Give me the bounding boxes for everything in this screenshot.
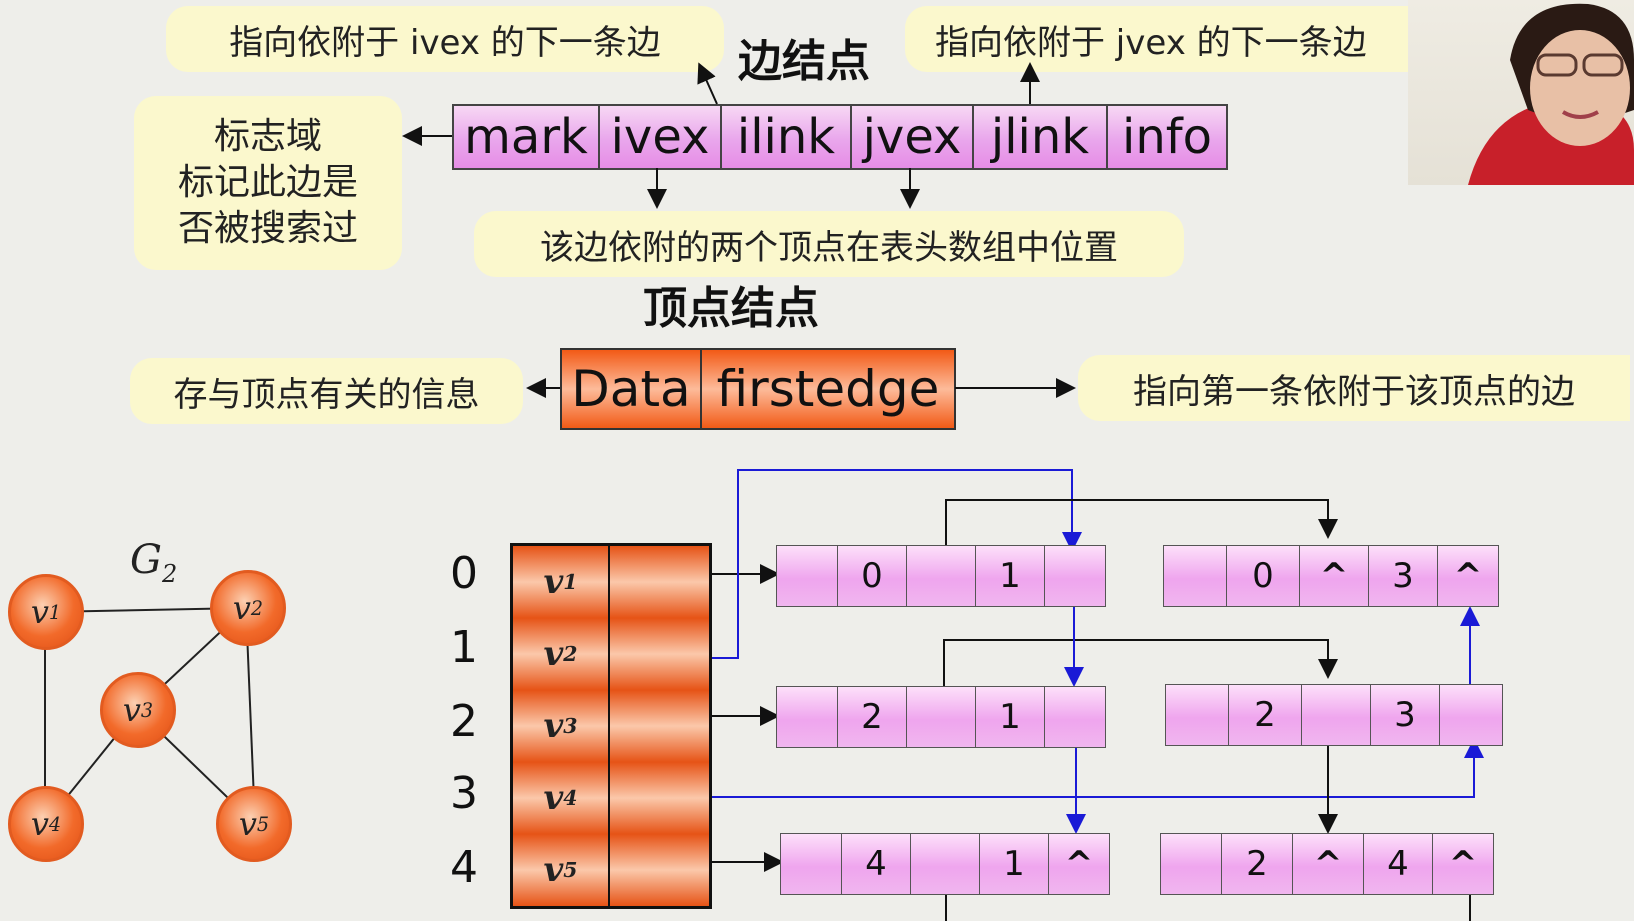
edge-cell-ivex: 2 [838, 687, 907, 747]
edge-cell-ivex: 2 [1229, 685, 1302, 745]
presenter-video [1408, 0, 1634, 185]
edge-node-structure: mark ivex ilink jvex jlink info [452, 104, 1228, 170]
firstedge-cell [610, 762, 709, 834]
mark-note-line-1: 标志域 [213, 116, 322, 157]
mark-note-line-2: 标记此边是 [177, 162, 358, 203]
vertex-node-structure: Data firstedge [560, 348, 956, 430]
data-note: 存与顶点有关的信息 [130, 358, 523, 424]
edge-cell-ivex: 4 [842, 834, 911, 894]
field-jlink: jlink [974, 106, 1108, 168]
jlink-note-text: 指向依附于 jvex 的下一条边 [935, 22, 1367, 63]
edge-cell-ilink [911, 834, 980, 894]
ilink-note: 指向依附于 ivex 的下一条边 [166, 6, 724, 72]
edge-node-4-1: 4 1 ^ [780, 833, 1110, 895]
edge-cell-ivex: 2 [1222, 834, 1293, 894]
edge-cell-mark [1164, 546, 1227, 606]
jlink-note: 指向依附于 jvex 的下一条边 [905, 6, 1408, 72]
edge-cell-ilink [907, 546, 976, 606]
edge-cell-jlink: ^ [1438, 546, 1498, 606]
edge-cell-jlink [1440, 685, 1502, 745]
edge-cell-ilink [1302, 685, 1371, 745]
field-jvex: jvex [852, 106, 974, 168]
firstedge-cell [610, 546, 709, 618]
edge-node-2-1: 2 1 [776, 686, 1106, 748]
edge-node-2-3: 2 3 [1165, 684, 1503, 746]
vertex-index-4: 4 [450, 842, 478, 893]
firstedge-cell [610, 618, 709, 690]
edge-cell-mark [1166, 685, 1229, 745]
edge-cell-ivex: 0 [1227, 546, 1300, 606]
presenter-image [1468, 3, 1634, 185]
vertex-index-1: 1 [450, 622, 478, 673]
edge-node-0-1: 0 1 [776, 545, 1106, 607]
edge-cell-mark [781, 834, 842, 894]
edge-cell-jvex: 3 [1371, 685, 1440, 745]
edge-node-0-3: 0 ^ 3 ^ [1163, 545, 1499, 607]
edge-cell-jlink [1045, 687, 1105, 747]
positions-note: 该边依附的两个顶点在表头数组中位置 [474, 211, 1184, 277]
edge-cell-jvex: 4 [1364, 834, 1433, 894]
mark-note-line-3: 否被搜索过 [177, 208, 358, 249]
edge-cell-ivex: 0 [838, 546, 907, 606]
vertex-node-title: 顶点结点 [643, 283, 819, 334]
edge-cell-ilink: ^ [1300, 546, 1369, 606]
edge-cell-ilink [907, 687, 976, 747]
mark-note: 标志域 标记此边是 否被搜索过 [134, 96, 402, 270]
edge-cell-jlink [1045, 546, 1105, 606]
firstedge-cell [610, 690, 709, 762]
vertex-index-0: 0 [450, 548, 478, 599]
field-info: info [1108, 106, 1226, 168]
graph-title: G2 [130, 537, 178, 588]
field-data: Data [562, 350, 702, 428]
edge-cell-jvex: 1 [976, 546, 1045, 606]
field-firstedge: firstedge [702, 350, 954, 428]
edge-cell-mark [1161, 834, 1222, 894]
firstedge-note: 指向第一条依附于该顶点的边 [1078, 355, 1630, 421]
edge-node-2-4: 2 ^ 4 ^ [1160, 833, 1494, 895]
edge-cell-mark [777, 687, 838, 747]
edge-cell-jvex: 1 [980, 834, 1049, 894]
field-ilink: ilink [722, 106, 852, 168]
field-mark: mark [454, 106, 600, 168]
vertex-index-3: 3 [450, 768, 478, 819]
field-ivex: ivex [600, 106, 722, 168]
firstedge-cell [610, 834, 709, 906]
edge-node-title: 边结点 [738, 36, 870, 87]
edge-cell-ilink: ^ [1293, 834, 1364, 894]
edge-cell-mark [777, 546, 838, 606]
edge-cell-jlink: ^ [1433, 834, 1493, 894]
edge-cell-jlink: ^ [1049, 834, 1109, 894]
vertex-index-2: 2 [450, 696, 478, 747]
edge-cell-jvex: 3 [1369, 546, 1438, 606]
edge-cell-jvex: 1 [976, 687, 1045, 747]
